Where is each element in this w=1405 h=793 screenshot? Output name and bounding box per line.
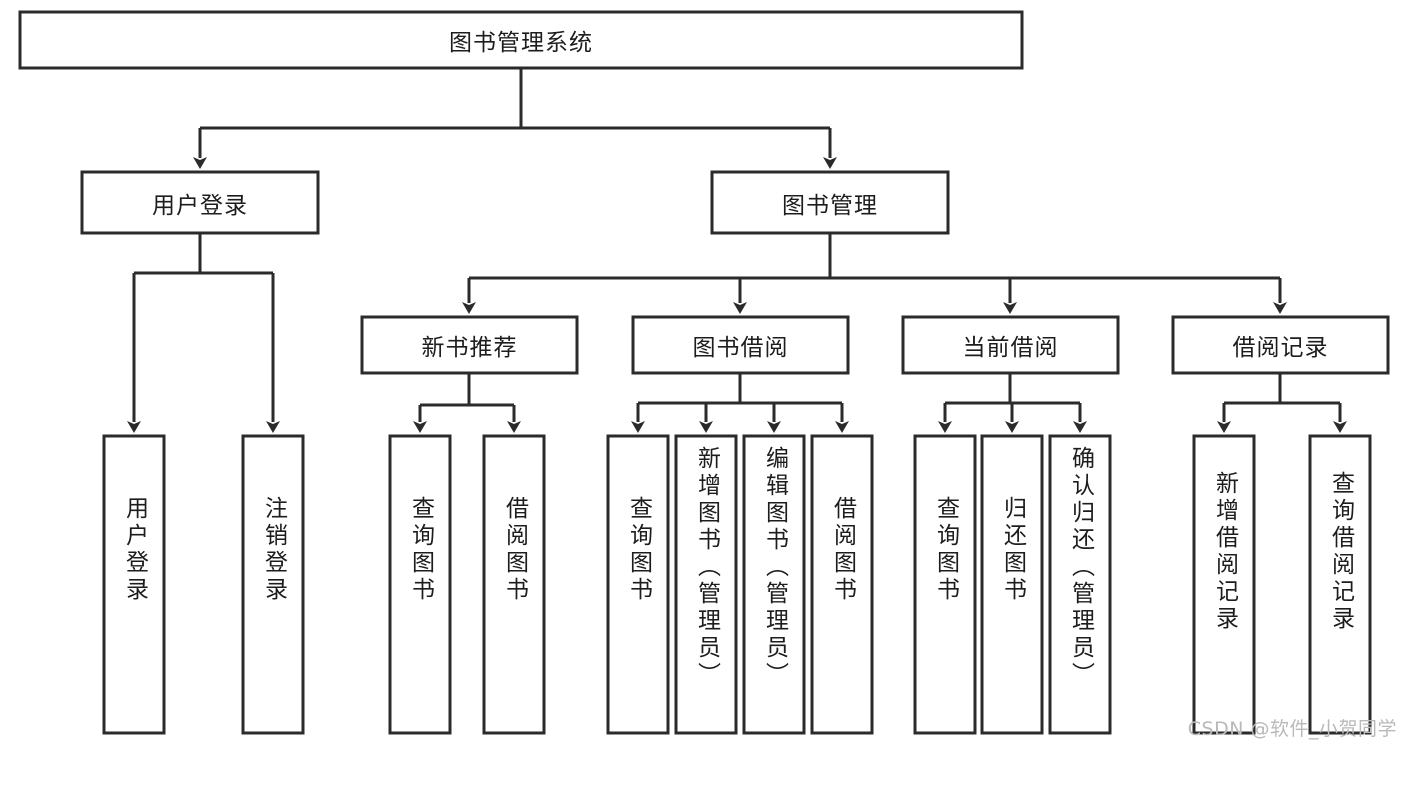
leaf-current-borrow-1[interactable] [913,434,977,735]
connector-group-current-borrow [938,373,1087,433]
node-book-manage[interactable] [710,170,950,235]
leaf-book-borrow-4[interactable] [810,434,874,735]
node-root[interactable] [18,10,1024,70]
leaf-book-borrow-2[interactable] [674,434,738,735]
tree-diagram-svg [18,10,1390,735]
node-current-borrow[interactable] [901,315,1120,375]
leaf-current-borrow-2[interactable] [980,434,1044,735]
connector-group-root [193,68,837,169]
leaf-current-borrow-3[interactable] [1048,434,1112,735]
connector-group-book-manage [462,233,1287,314]
node-new-book-recommend[interactable] [360,315,579,375]
leaf-user-login-1[interactable] [102,434,166,735]
flowchart-canvas: 图书管理系统 用户登录 图书管理 新书推荐 图书借阅 当前借阅 借阅记录 用户登… [18,10,1397,740]
connector-group-new-book [413,373,521,433]
leaf-borrow-record-2[interactable] [1308,434,1372,735]
leaf-borrow-record-1[interactable] [1192,434,1256,735]
leaf-book-borrow-3[interactable] [742,434,806,735]
leaf-book-borrow-1[interactable] [606,434,670,735]
connector-group-borrow-record [1217,373,1347,433]
connector-group-book-borrow [631,373,849,433]
node-user-login[interactable] [80,170,320,235]
node-book-borrow[interactable] [631,315,850,375]
leaf-new-book-1[interactable] [388,434,452,735]
connector-group-user-login [127,233,280,433]
leaf-new-book-2[interactable] [482,434,546,735]
leaf-user-login-2[interactable] [241,434,305,735]
node-borrow-record[interactable] [1171,315,1390,375]
